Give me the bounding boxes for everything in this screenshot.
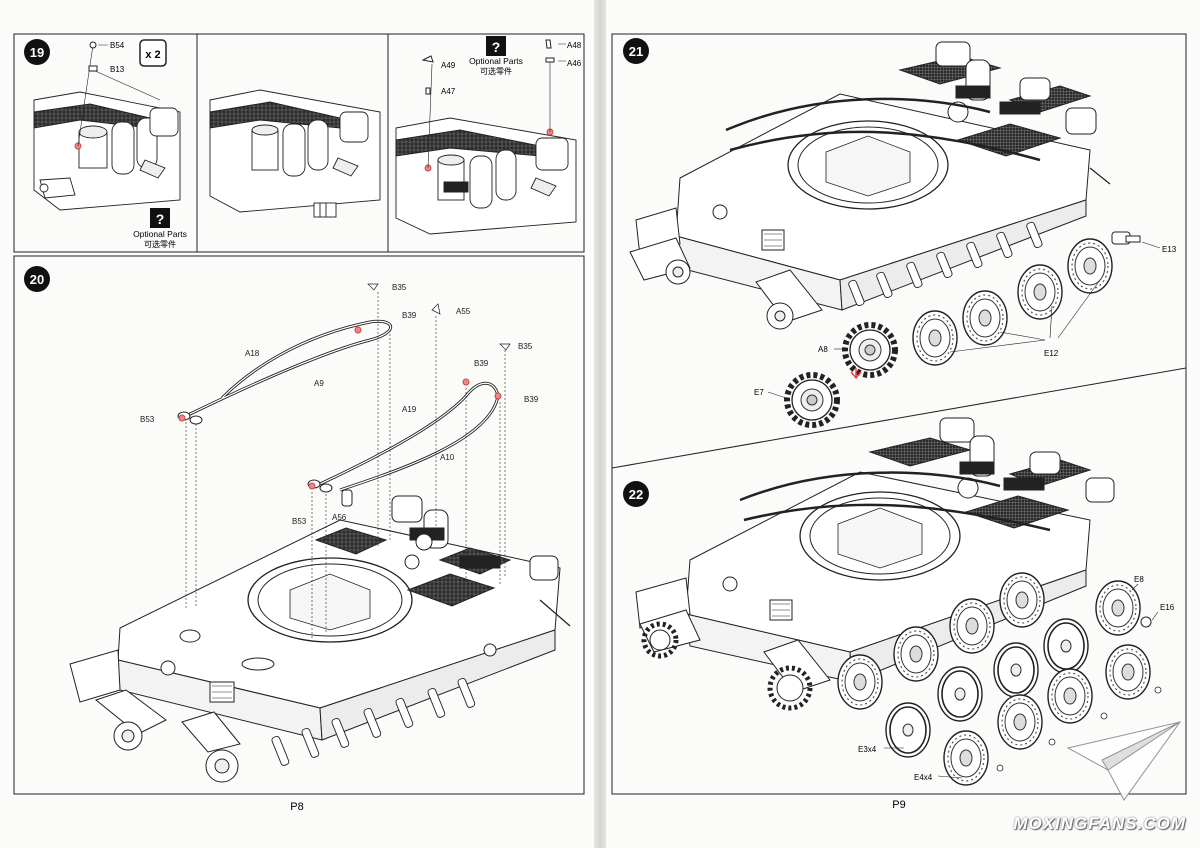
watermark-logo-icon bbox=[1066, 721, 1182, 801]
step-21-leader-lines bbox=[767, 241, 1161, 399]
step-22-badge: 22 bbox=[623, 481, 649, 507]
svg-text:B53: B53 bbox=[292, 517, 307, 526]
step-22-leader-lines bbox=[884, 583, 1159, 779]
quantity-badge: x 2 bbox=[139, 39, 167, 67]
svg-text:E13: E13 bbox=[1162, 245, 1177, 254]
svg-text:Optional Parts: Optional Parts bbox=[469, 56, 523, 66]
step-21-hull-drawing bbox=[629, 41, 1111, 330]
step-21-part-labels: E13 A8 E12 E7 bbox=[754, 245, 1177, 397]
svg-text:A46: A46 bbox=[567, 59, 582, 68]
svg-text:B54: B54 bbox=[110, 41, 125, 50]
part-callout: A49 A47 A48 A46 bbox=[421, 39, 582, 169]
watermark-text: MOXINGFANS.COM bbox=[1013, 814, 1186, 833]
step-19-panel-3-drawing bbox=[395, 117, 577, 235]
svg-text:A9: A9 bbox=[314, 379, 324, 388]
step-21-wheels bbox=[787, 231, 1141, 425]
svg-text:E12: E12 bbox=[1044, 349, 1059, 358]
svg-text:A10: A10 bbox=[440, 453, 455, 462]
svg-text:E7: E7 bbox=[754, 388, 764, 397]
svg-text:B53: B53 bbox=[140, 415, 155, 424]
svg-text:x 2: x 2 bbox=[145, 49, 160, 61]
svg-text:Optional Parts: Optional Parts bbox=[133, 229, 187, 239]
svg-text:B39: B39 bbox=[402, 311, 417, 320]
optional-parts-badge: ? Optional Parts 可选零件 bbox=[469, 36, 523, 76]
svg-text:A8: A8 bbox=[818, 345, 828, 354]
optional-parts-badge: ? Optional Parts 可选零件 bbox=[133, 208, 187, 249]
svg-text:19: 19 bbox=[30, 45, 44, 60]
step-20-part-labels: B35 B39 A55 A18 A9 B35 B39 B53 A19 B39 A… bbox=[140, 283, 539, 526]
page-number-left: P8 bbox=[290, 801, 303, 813]
step-20-leader-lines bbox=[185, 292, 506, 640]
svg-text:E16: E16 bbox=[1160, 603, 1175, 612]
svg-text:可选零件: 可选零件 bbox=[144, 239, 176, 249]
step-19-panel-1-drawing bbox=[33, 91, 181, 211]
svg-text:A48: A48 bbox=[567, 41, 582, 50]
step-20-badge: 20 bbox=[24, 266, 50, 292]
svg-text:?: ? bbox=[156, 211, 165, 227]
svg-text:A55: A55 bbox=[456, 307, 471, 316]
step-20-frame bbox=[13, 255, 585, 795]
svg-text:B39: B39 bbox=[524, 395, 539, 404]
page-number-right: P9 bbox=[892, 799, 905, 811]
step-19-panel-2-drawing bbox=[209, 89, 381, 218]
step-22-part-labels: E8 E16 E3x4 E4x4 bbox=[858, 575, 1175, 782]
svg-text:A18: A18 bbox=[245, 349, 260, 358]
svg-text:20: 20 bbox=[30, 272, 44, 287]
part-callout: B54 B13 bbox=[77, 41, 161, 147]
svg-text:E4x4: E4x4 bbox=[914, 773, 933, 782]
svg-text:A49: A49 bbox=[441, 61, 456, 70]
step-divider-diagonal bbox=[611, 367, 1187, 469]
step-19-badge: 19 bbox=[24, 39, 50, 65]
page-gutter bbox=[594, 0, 606, 848]
svg-text:B35: B35 bbox=[392, 283, 407, 292]
step-19-frame bbox=[13, 33, 585, 253]
svg-text:B35: B35 bbox=[518, 342, 533, 351]
svg-text:22: 22 bbox=[629, 487, 643, 502]
svg-text:A19: A19 bbox=[402, 405, 417, 414]
right-page-frame bbox=[611, 33, 1187, 795]
svg-text:E3x4: E3x4 bbox=[858, 745, 877, 754]
svg-text:B13: B13 bbox=[110, 65, 125, 74]
svg-text:?: ? bbox=[492, 39, 501, 55]
step-21-badge: 21 bbox=[623, 38, 649, 64]
svg-text:B39: B39 bbox=[474, 359, 489, 368]
svg-text:可选零件: 可选零件 bbox=[480, 66, 512, 76]
svg-text:21: 21 bbox=[629, 44, 643, 59]
svg-text:A56: A56 bbox=[332, 513, 347, 522]
step-22-track-wheels bbox=[641, 572, 1162, 786]
step-20-hull-drawing bbox=[69, 319, 571, 783]
svg-text:A47: A47 bbox=[441, 87, 456, 96]
step-22-hull-drawing bbox=[635, 417, 1115, 693]
svg-text:E8: E8 bbox=[1134, 575, 1144, 584]
